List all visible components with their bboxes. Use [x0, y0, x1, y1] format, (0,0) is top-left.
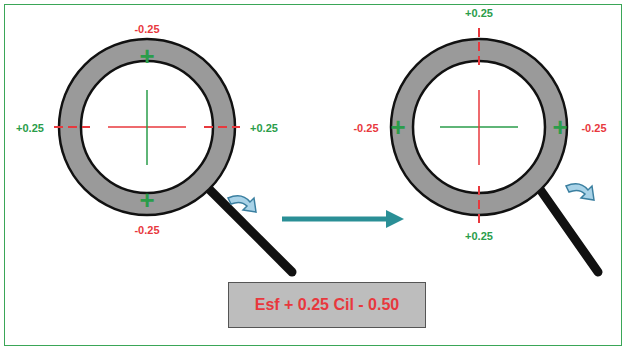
minus-mark	[204, 126, 240, 128]
plus-axis	[146, 90, 148, 165]
rotation-icon	[228, 184, 594, 212]
sign-symbol: +	[139, 187, 154, 213]
minus-mark	[478, 186, 480, 226]
power-value: -0.25	[134, 225, 159, 236]
power-value: +0.25	[16, 123, 44, 134]
lens-ring	[70, 50, 224, 204]
power-value: +0.25	[250, 123, 278, 134]
lens-handle	[205, 185, 292, 272]
sign-symbol: +	[552, 114, 567, 140]
sign-symbol: +	[139, 43, 154, 69]
minus-mark	[54, 126, 90, 128]
transition-arrow	[282, 210, 404, 228]
prescription-text: Esf + 0.25 Cil - 0.50	[255, 296, 400, 314]
power-value: -0.25	[353, 123, 378, 134]
sign-symbol: +	[390, 114, 405, 140]
power-value: -0.25	[581, 123, 606, 134]
power-value: +0.25	[465, 231, 493, 242]
power-value: +0.25	[465, 8, 493, 19]
minus-mark	[478, 28, 480, 70]
minus-axis	[478, 90, 480, 165]
result-box: Esf + 0.25 Cil - 0.50	[228, 282, 426, 328]
frame	[5, 5, 622, 346]
lens-ring	[402, 50, 556, 204]
power-value: -0.25	[134, 24, 159, 35]
